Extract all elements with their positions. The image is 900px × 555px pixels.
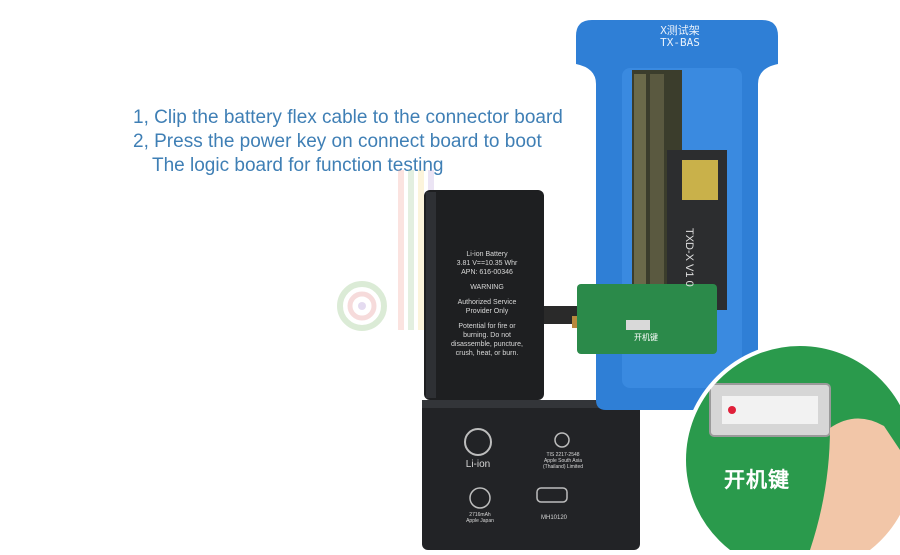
jig-title-line-2: TX-BAS: [660, 36, 700, 49]
instruction-step-1: 1, Clip the battery flex cable to the co…: [133, 107, 563, 128]
battery-label-line: crush, heat, or burn.: [455, 350, 519, 357]
certification-lines: TIS 2217-2548 Apple South Asia (Thailand…: [534, 452, 592, 470]
cert-line: (Thailand) Limited: [542, 464, 584, 470]
test-jig-frame: [576, 20, 778, 410]
test-jig: [572, 20, 782, 410]
pse-line: 2716mAh: [469, 512, 491, 518]
instructions: 1, Clip the battery flex cable to the co…: [133, 106, 563, 178]
pse-line: Apple Japan: [466, 518, 494, 524]
battery-label-line: APN: 616-00346: [461, 269, 513, 276]
cert-line: TIS 2217-2548: [546, 452, 580, 458]
battery-label-line: disassemble, puncture,: [451, 341, 523, 348]
jig-title: X测试架 TX-BAS: [640, 25, 720, 49]
board-model-label: TXD-X V1 0: [683, 228, 695, 287]
recycle-label: Li-ion: [465, 459, 491, 470]
jig-title-line-1: X测试架: [660, 24, 700, 37]
battery-label-line: Potential for fire or: [458, 323, 516, 330]
battery-label-lines: Li-ion Battery 3.81 V==10.35 Whr APN: 61…: [444, 250, 530, 358]
battery-model: MH10120: [540, 515, 567, 521]
battery-label-line: Provider Only: [465, 308, 509, 315]
battery-label-line: burning. Do not: [463, 332, 511, 339]
cert-line: Apple South Asia: [543, 458, 583, 464]
battery-label-line: Li-ion Battery: [466, 251, 508, 258]
zoom-circle: [682, 342, 900, 555]
instruction-step-2: 2, Press the power key on connect board …: [133, 131, 542, 152]
zoom-power-key-label: 开机键: [724, 469, 790, 492]
battery-label-line: WARNING: [470, 284, 504, 291]
power-key-zoom-inset: [680, 340, 900, 555]
pse-lines: 2716mAh Apple Japan: [460, 512, 500, 524]
battery-label-line: Authorized Service: [457, 299, 517, 306]
instruction-step-2-continued: The logic board for function testing: [152, 155, 444, 176]
pcb-power-key-label: 开机键: [634, 333, 658, 342]
battery-label-line: 3.81 V==10.35 Whr: [456, 260, 518, 267]
